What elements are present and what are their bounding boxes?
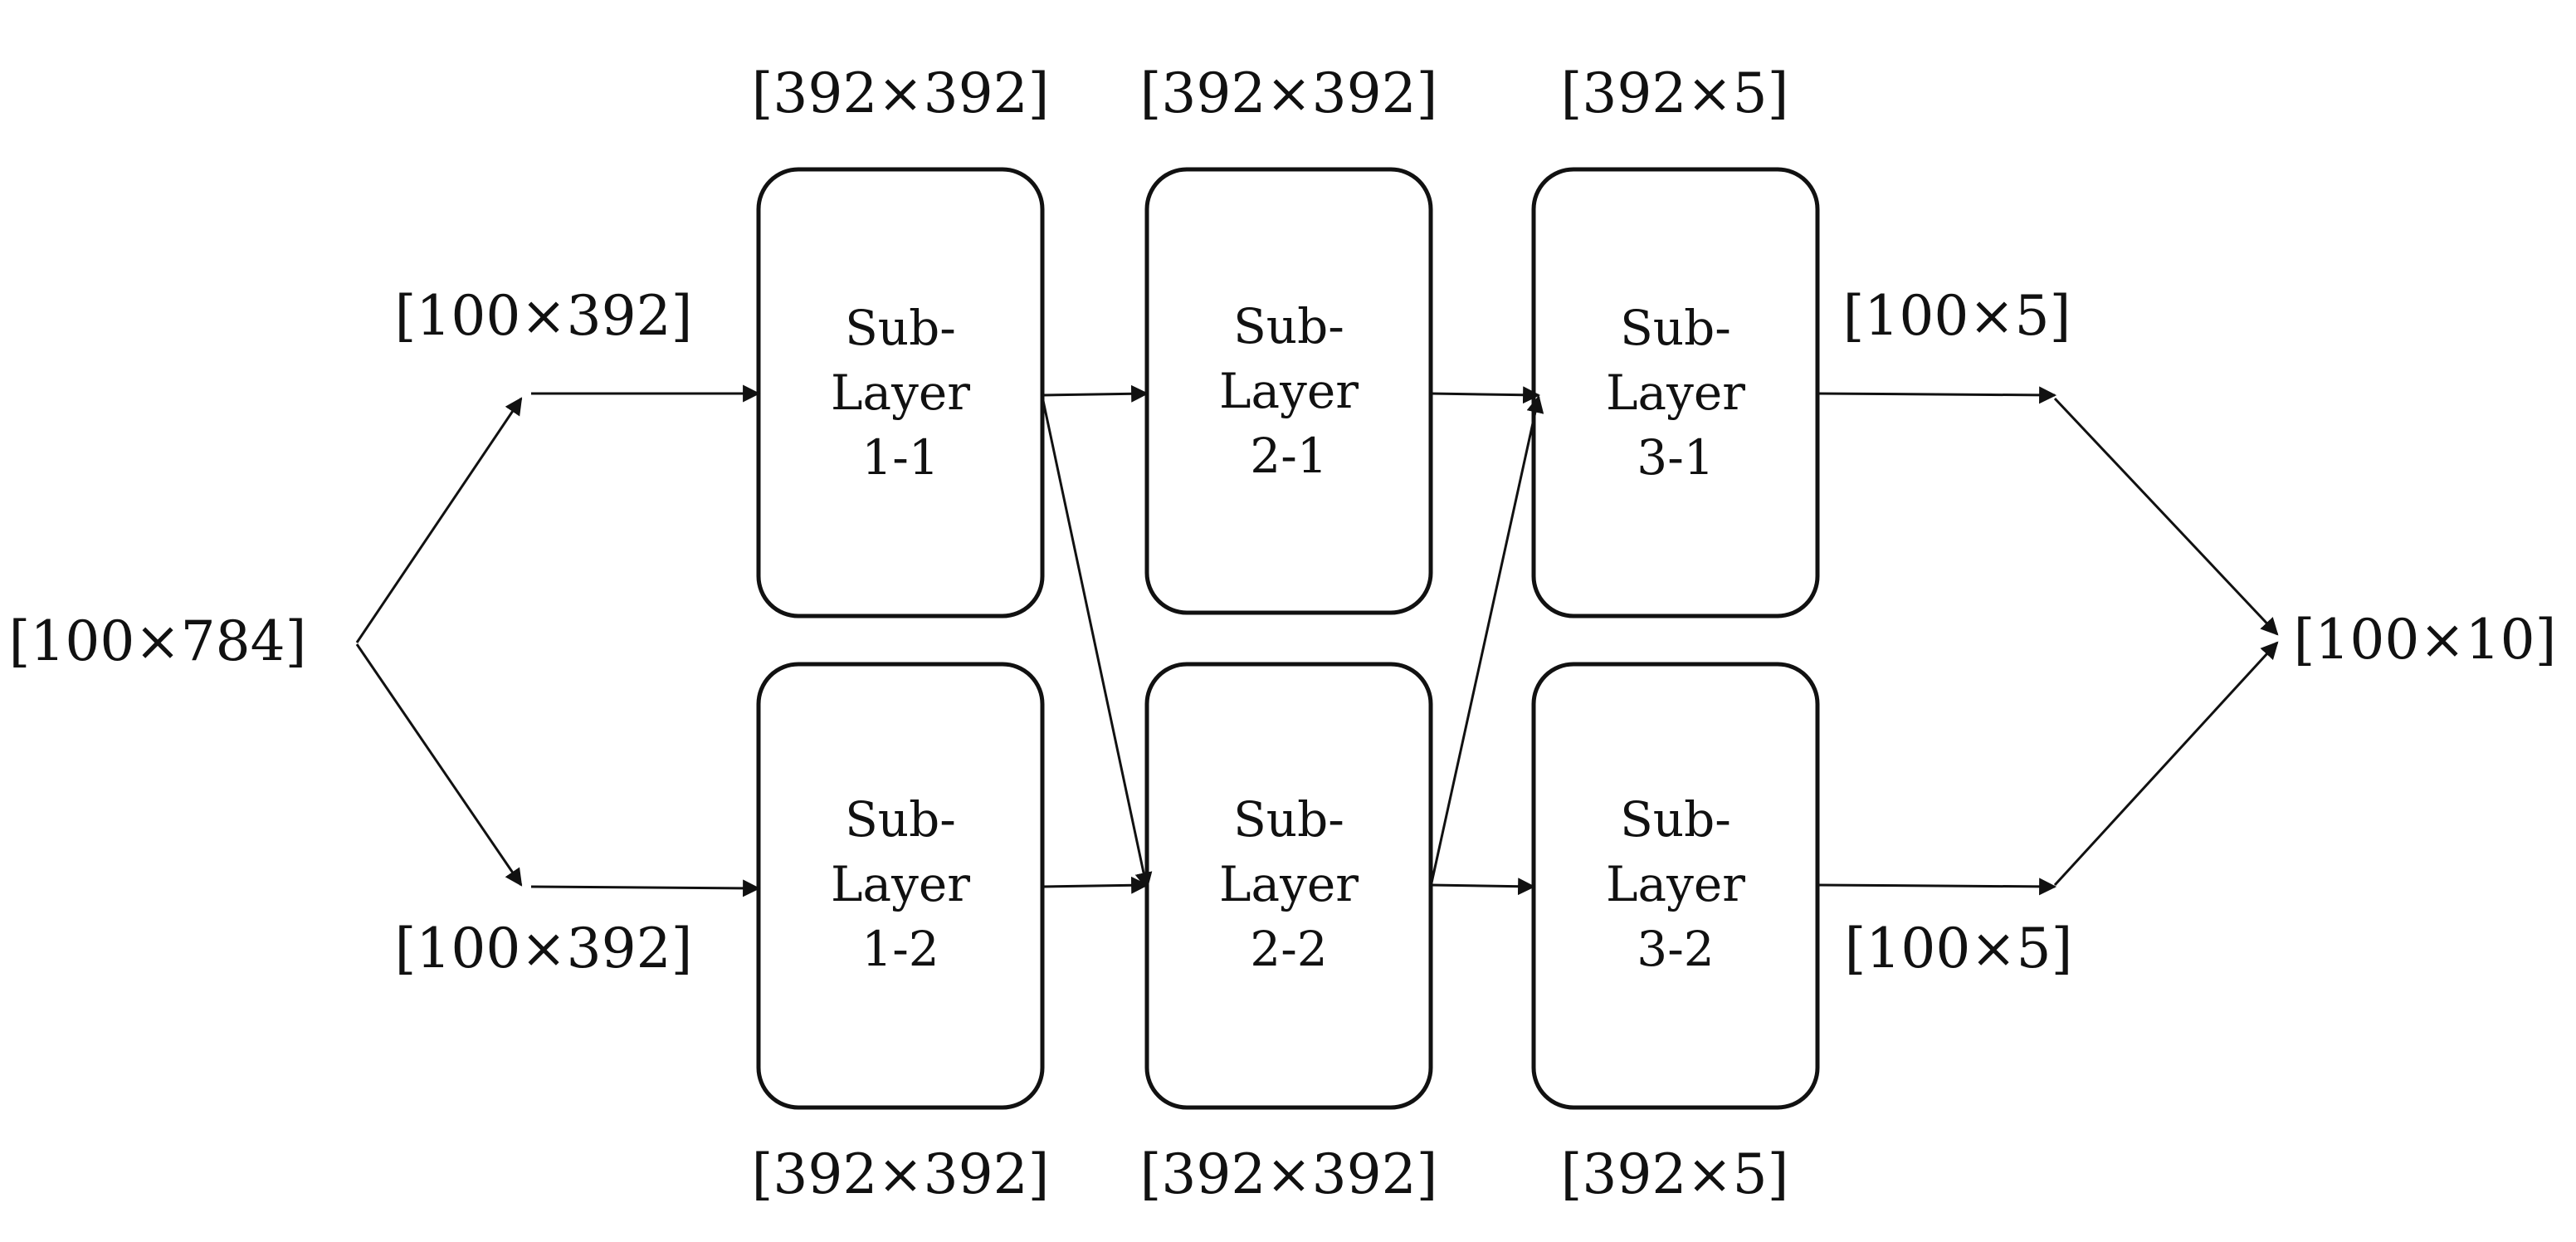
- sublayer-1-2-line-2: Layer: [831, 856, 970, 912]
- merge-label-top: [100×5]: [1843, 284, 2071, 348]
- sublayer-1-2-box: Sub- Layer 1-2: [756, 662, 1045, 1110]
- sublayer-3-2-line-1: Sub-: [1620, 791, 1731, 848]
- arrow-1-1-to-2-1: [1042, 384, 1149, 403]
- weight-label-1-1: [392×392]: [752, 61, 1050, 125]
- arrow-1-1-to-2-2: [1041, 396, 1153, 891]
- input-label: [100×784]: [9, 609, 307, 673]
- sublayer-3-1-line-1: Sub-: [1620, 300, 1731, 356]
- split-label-top: [100×392]: [395, 284, 693, 348]
- weight-label-1-2: [392×392]: [752, 1142, 1050, 1206]
- sublayer-2-1-line-2: Layer: [1219, 363, 1359, 419]
- weight-label-3-1: [392×5]: [1561, 61, 1789, 125]
- sublayer-2-1-line-1: Sub-: [1233, 298, 1344, 355]
- weight-label-2-2: [392×392]: [1140, 1142, 1438, 1206]
- arrow-1-2-to-2-2: [1042, 876, 1149, 894]
- sublayer-1-1-line-2: Layer: [831, 364, 970, 421]
- split-arrow-top: [355, 397, 523, 643]
- arrow-out-3-2: [1817, 878, 2057, 896]
- merge-arrow-top: [2053, 397, 2279, 636]
- sublayer-2-2-line-1: Sub-: [1233, 791, 1344, 848]
- sublayer-1-2-line-3: 1-2: [861, 921, 939, 977]
- sublayer-3-1-line-2: Layer: [1606, 364, 1745, 421]
- split-label-bottom: [100×392]: [395, 917, 693, 980]
- sublayer-3-1-box: Sub- Layer 3-1: [1531, 167, 1820, 619]
- arrow-2-2-to-3-2: [1430, 878, 1536, 896]
- merge-arrow-bottom: [2053, 641, 2279, 887]
- sublayer-3-2-line-3: 3-2: [1637, 921, 1714, 977]
- sublayer-3-1-line-3: 3-1: [1637, 429, 1714, 486]
- arrow-2-1-to-3-1: [1430, 386, 1541, 404]
- arrow-out-3-1: [1817, 386, 2057, 404]
- sublayer-2-2-box: Sub- Layer 2-2: [1144, 662, 1433, 1110]
- weight-label-3-2: [392×5]: [1561, 1142, 1789, 1206]
- sublayer-1-1-line-3: 1-1: [861, 429, 939, 486]
- sublayer-3-2-box: Sub- Layer 3-2: [1531, 662, 1820, 1110]
- sublayer-2-2-line-2: Layer: [1219, 856, 1359, 912]
- split-arrow-bottom: [355, 643, 523, 887]
- sublayer-2-2-line-3: 2-2: [1250, 921, 1327, 977]
- output-label: [100×10]: [2294, 608, 2557, 672]
- sublayer-1-1-line-1: Sub-: [845, 300, 956, 356]
- sublayer-2-1-box: Sub- Layer 2-1: [1144, 167, 1433, 615]
- arrow-into-1-2: [530, 879, 761, 897]
- sublayer-3-2-line-2: Layer: [1606, 856, 1745, 912]
- weight-label-2-1: [392×392]: [1140, 61, 1438, 125]
- arrow-2-2-to-3-1: [1429, 394, 1544, 887]
- sublayer-2-1-line-3: 2-1: [1250, 428, 1327, 484]
- sublayer-1-1-box: Sub- Layer 1-1: [756, 167, 1045, 619]
- sublayer-1-2-line-1: Sub-: [845, 791, 956, 848]
- merge-label-bottom: [100×5]: [1845, 917, 2073, 980]
